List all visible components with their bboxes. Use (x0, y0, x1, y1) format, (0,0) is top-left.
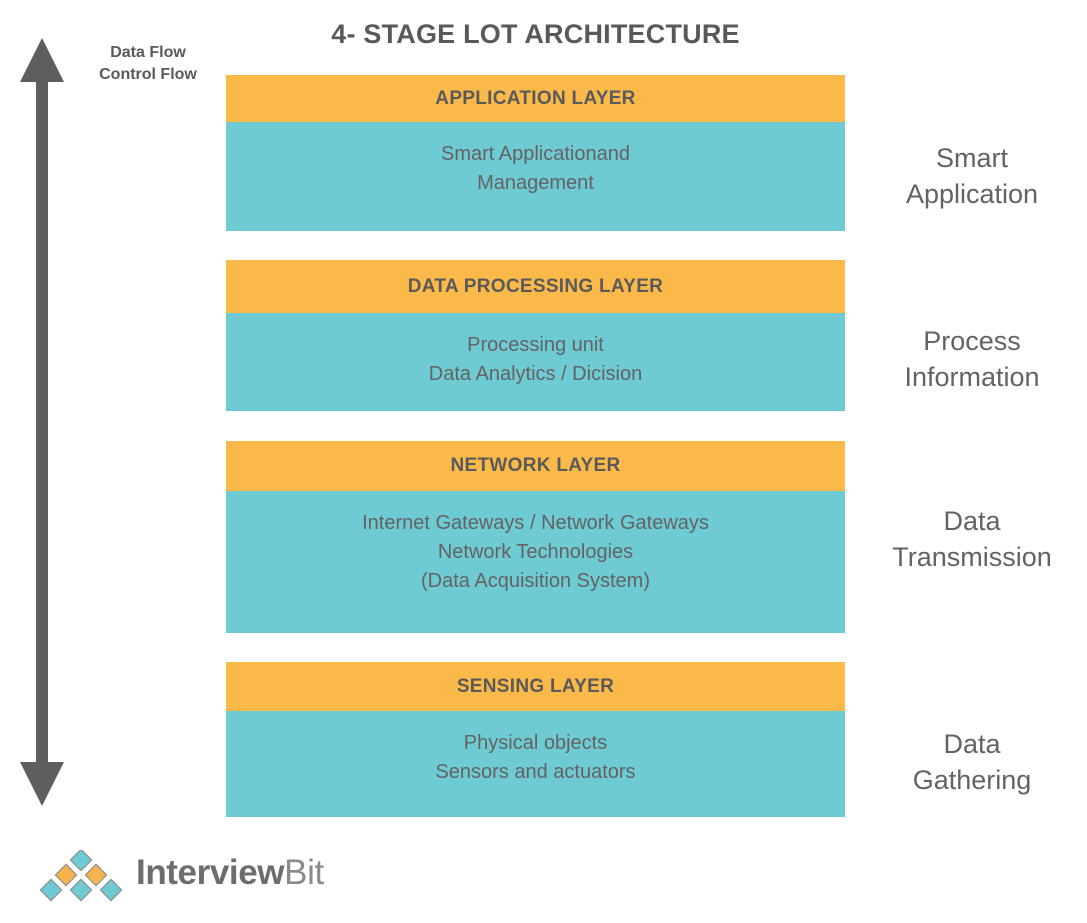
layer-stack: APPLICATION LAYER Smart Applicationand M… (226, 0, 845, 923)
layer-header-network: NETWORK LAYER (226, 441, 845, 491)
layer-body-line: Processing unit (467, 334, 604, 356)
layer-header-data-processing: DATA PROCESSING LAYER (226, 260, 845, 313)
layer-body-line: Physical objects (463, 732, 608, 754)
layer-sensing[interactable]: SENSING LAYER Physical objects Sensors a… (226, 662, 845, 817)
side-caption-line: Gathering (912, 765, 1032, 796)
layer-body-line: Network Technologies (437, 541, 634, 563)
interviewbit-logo[interactable]: InterviewBit (33, 848, 333, 908)
layer-body-line: Internet Gateways / Network Gateways (362, 512, 709, 534)
layer-body-line: Management (477, 172, 594, 194)
layer-body-line: Sensors and actuators (435, 761, 636, 783)
layer-body-line: Data Analytics / Dicision (428, 363, 643, 385)
side-caption-line: Information (904, 362, 1040, 393)
side-caption-line: Application (905, 179, 1039, 210)
side-caption-process-information: Process Information (857, 323, 1087, 396)
layer-body-network: Internet Gateways / Network Gateways Net… (226, 491, 845, 633)
interviewbit-diamond-pyramid-icon (33, 848, 129, 902)
layer-body-data-processing: Processing unit Data Analytics / Dicisio… (226, 313, 845, 411)
flow-legend: Data Flow Control Flow (78, 42, 218, 85)
layer-body-application: Smart Applicationand Management (226, 122, 845, 231)
page-title: 4- STAGE LOT ARCHITECTURE (331, 19, 740, 49)
layer-header-application: APPLICATION LAYER (226, 75, 845, 122)
layer-data-processing[interactable]: DATA PROCESSING LAYER Processing unit Da… (226, 260, 845, 411)
layer-application[interactable]: APPLICATION LAYER Smart Applicationand M… (226, 75, 845, 231)
flow-legend-data-flow: Data Flow (110, 44, 186, 61)
logo-name-bold: Interview (136, 853, 285, 892)
side-caption-line: Transmission (892, 542, 1052, 573)
double-headed-vertical-arrow-icon (16, 38, 68, 806)
layer-body-sensing: Physical objects Sensors and actuators (226, 711, 845, 817)
logo-name-light: Bit (284, 853, 324, 892)
side-caption-smart-application: Smart Application (857, 140, 1087, 213)
side-caption-line: Smart (935, 143, 1008, 173)
side-caption-line: Data (943, 506, 1001, 536)
side-caption-line: Data (943, 729, 1001, 759)
layer-header-sensing: SENSING LAYER (226, 662, 845, 711)
side-caption-data-transmission: Data Transmission (857, 503, 1087, 576)
layer-network[interactable]: NETWORK LAYER Internet Gateways / Networ… (226, 441, 845, 633)
layer-body-line: (Data Acquisition System) (421, 570, 650, 592)
side-caption-data-gathering: Data Gathering (857, 726, 1087, 799)
interviewbit-wordmark: InterviewBit (136, 853, 324, 893)
layer-body-line: Smart Applicationand (440, 143, 630, 165)
flow-legend-control-flow: Control Flow (99, 65, 197, 83)
side-caption-line: Process (923, 326, 1021, 356)
